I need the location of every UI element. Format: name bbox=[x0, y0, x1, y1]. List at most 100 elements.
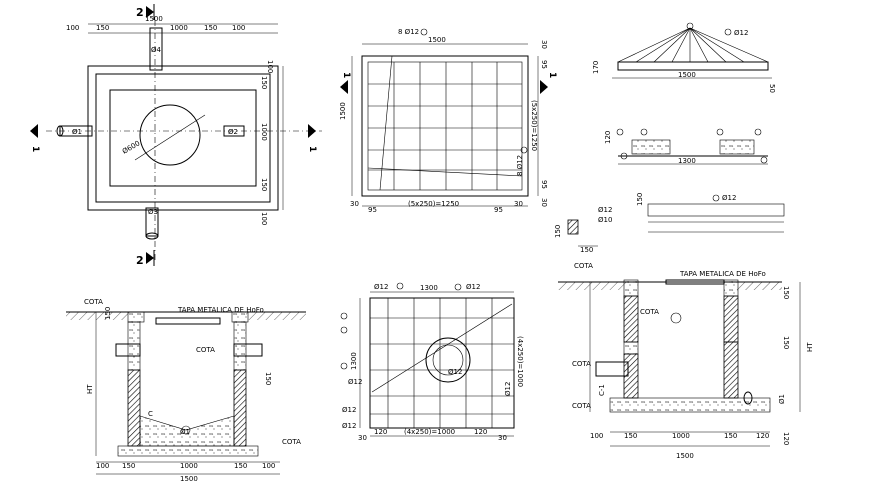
section-left-cota-bottom: COTA bbox=[282, 438, 301, 446]
beam-dim-150b: 150 bbox=[580, 246, 593, 254]
plan-pipe-top: Ø4 bbox=[151, 46, 162, 54]
section-left-dim-150b: 150 bbox=[104, 307, 112, 320]
section-right-dim-ht: HT bbox=[806, 342, 814, 352]
section-left-dim-150a: 150 bbox=[264, 372, 272, 385]
mesh-top-dim-right-95t: 95 bbox=[540, 60, 548, 69]
mesh-bottom-circle: Ø12 bbox=[448, 368, 462, 376]
section-left-dim-ht: HT bbox=[86, 384, 94, 394]
plan-dim-100-right: 100 bbox=[232, 24, 245, 32]
mesh-top-dim-95r: 95 bbox=[494, 206, 503, 214]
section-right: COTA TAPA METALICA DE HoFo COTA COTA COT… bbox=[558, 262, 814, 460]
mesh-bottom: 1300 Ø12 Ø12 1300 Ø12 Ø12 Ø12 Ø12 Ø12 (4… bbox=[340, 282, 524, 442]
mesh-bottom-bar-bl: Ø12 bbox=[342, 422, 356, 430]
section-left-dim-0: 100 bbox=[96, 462, 109, 470]
section-right-dim-2: 1000 bbox=[672, 432, 690, 440]
plan-cover-dia: Ø600 bbox=[121, 139, 141, 155]
section-right-dim-4: 120 bbox=[756, 432, 769, 440]
mesh-top-dim-right-95b: 95 bbox=[540, 180, 548, 189]
section-right-cover-label: TAPA METALICA DE HoFo bbox=[679, 270, 766, 278]
section-right-dim-3: 150 bbox=[724, 432, 737, 440]
plan-section-mark-bottom: 2 bbox=[136, 254, 144, 267]
mesh-top-dim-bottom-main: (5x250)=1250 bbox=[408, 200, 459, 208]
plan-dim-100-side-top: 100 bbox=[266, 60, 274, 73]
plan-dim-150-left: 150 bbox=[96, 24, 109, 32]
beam-label-b: Ø10 bbox=[598, 216, 612, 224]
section-left-dim-c: C bbox=[148, 410, 153, 418]
beam-dim-1300: 1300 bbox=[678, 157, 696, 165]
plan-dim-100-left: 100 bbox=[66, 24, 79, 32]
mesh-bottom-bar-br: Ø12 bbox=[504, 382, 512, 396]
section-left-dim-2: 1000 bbox=[180, 462, 198, 470]
plan-dim-100-side-bot: 100 bbox=[260, 212, 268, 225]
plan-dim-1000-side: 1000 bbox=[260, 123, 268, 141]
mesh-top-mark-left: 1 bbox=[341, 72, 351, 78]
section-right-dim-c1: C-1 bbox=[598, 384, 606, 396]
mesh-top-dim-right-30b: 30 bbox=[540, 198, 548, 207]
section-left-dim-total: 1500 bbox=[180, 475, 198, 483]
beam-dim-120: 120 bbox=[604, 131, 612, 144]
beam-bar-a: Ø12 bbox=[722, 194, 736, 202]
plan-pipe-bottom: Ø3 bbox=[148, 208, 158, 216]
section-left-label-x: Ø1 bbox=[180, 428, 190, 436]
plan-section-mark-left: 1 bbox=[30, 146, 40, 152]
section-right-cota-bottom: COTA bbox=[572, 402, 591, 410]
mesh-bottom-dim-left: 1300 bbox=[350, 352, 358, 370]
mesh-bottom-dim-30: 30 bbox=[358, 434, 367, 442]
mesh-bottom-bar-top-r: Ø12 bbox=[466, 283, 480, 291]
section-right-dim-0: 100 bbox=[590, 432, 603, 440]
mesh-bottom-bar-left2: Ø12 bbox=[342, 406, 356, 414]
mesh-top-dim-bottom-30l: 30 bbox=[350, 200, 359, 208]
mesh-top-mark-right: 1 bbox=[547, 72, 557, 78]
cover-elev-dim-1500: 1500 bbox=[678, 71, 696, 79]
mesh-bottom-dim-right: (4x250)=1000 bbox=[516, 336, 524, 387]
plan-dim-1000: 1000 bbox=[170, 24, 188, 32]
mesh-top-bar-label-side: 8 Ø12 bbox=[516, 155, 524, 176]
cover-elev-dim-50: 50 bbox=[768, 84, 776, 93]
mesh-bottom-dim-top: 1300 bbox=[420, 284, 438, 292]
section-left-dim-4: 100 bbox=[262, 462, 275, 470]
section-left-dim-3: 150 bbox=[234, 462, 247, 470]
beam-details: 1300 120 Ø12 150 Ø12 Ø10 150 150 bbox=[554, 128, 785, 254]
beam-dim-150c: 150 bbox=[554, 225, 562, 238]
plan-dim-150-side-bot: 150 bbox=[260, 178, 268, 191]
mesh-top-dim-top: 1500 bbox=[428, 36, 446, 44]
mesh-top: 1500 8 Ø12 1500 30 (5x250)=1250 30 95 95… bbox=[339, 28, 557, 214]
mesh-top-dim-left: 1500 bbox=[339, 102, 347, 120]
mesh-bottom-bar-left1: Ø12 bbox=[348, 378, 362, 386]
mesh-bottom-dim-30b: 30 bbox=[498, 434, 507, 442]
cover-elevation: Ø12 1500 170 50 bbox=[592, 22, 776, 93]
section-left: COTA TAPA METALICA DE HoFo COTA COTA HT … bbox=[66, 298, 306, 483]
plan-dim-150-side-top: 150 bbox=[260, 76, 268, 89]
section-right-dim-150: 150 bbox=[782, 286, 790, 299]
section-right-dim-120: 120 bbox=[782, 432, 790, 445]
beam-label-a: Ø12 bbox=[598, 206, 612, 214]
section-right-cota-mid: COTA bbox=[640, 308, 659, 316]
beam-dim-150: 150 bbox=[636, 193, 644, 206]
section-left-cota-pipe: COTA bbox=[196, 346, 215, 354]
mesh-top-dim-right-30t: 30 bbox=[540, 40, 548, 49]
section-left-cover-label: TAPA METALICA DE HoFo bbox=[177, 306, 264, 314]
section-right-label-x: Ø1 bbox=[778, 394, 786, 404]
section-left-cota-top: COTA bbox=[84, 298, 103, 306]
mesh-top-dim-bottom-30r: 30 bbox=[514, 200, 523, 208]
plan-section-mark-right: 1 bbox=[307, 146, 317, 152]
plan-section-mark-top: 2 bbox=[136, 6, 144, 19]
mesh-top-bar-label: 8 Ø12 bbox=[398, 28, 419, 36]
section-left-dim-1: 150 bbox=[122, 462, 135, 470]
mesh-bottom-dim-120: 120 bbox=[374, 428, 387, 436]
section-right-dim-total: 1500 bbox=[676, 452, 694, 460]
cover-elev-dim-170: 170 bbox=[592, 61, 600, 74]
section-right-dim-150b: 150 bbox=[782, 336, 790, 349]
mesh-bottom-bar-top: Ø12 bbox=[374, 283, 388, 291]
plan-view: 1500 100 150 1000 150 100 100 150 1000 1… bbox=[30, 4, 322, 267]
plan-pipe-left: Ø1 bbox=[72, 128, 82, 136]
mesh-top-dim-right-main: (5x250)=1250 bbox=[530, 100, 538, 151]
cover-elev-bar-label: Ø12 bbox=[734, 29, 748, 37]
section-right-dim-1: 150 bbox=[624, 432, 637, 440]
section-right-cota-pipe: COTA bbox=[572, 360, 591, 368]
plan-dim-150-right: 150 bbox=[204, 24, 217, 32]
mesh-top-dim-95l: 95 bbox=[368, 206, 377, 214]
section-right-cota-top: COTA bbox=[574, 262, 593, 270]
plan-pipe-right: Ø2 bbox=[228, 128, 238, 136]
